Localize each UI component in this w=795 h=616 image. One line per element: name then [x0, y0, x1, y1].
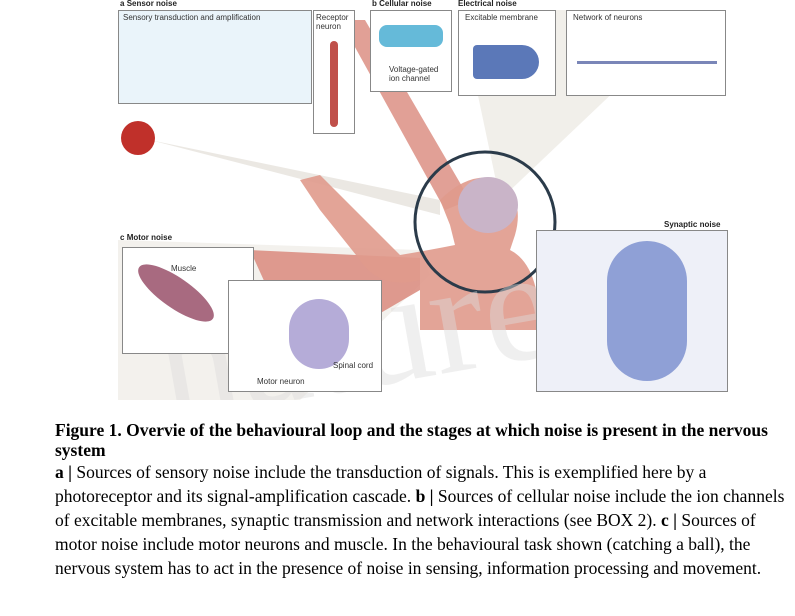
ion-channel-drawing [379, 25, 443, 47]
network-of-neurons-label: Network of neurons [573, 13, 643, 22]
sensory-transduction-label: Sensory transduction and amplification [123, 13, 261, 22]
synaptic-noise-label: Synaptic noise [664, 220, 721, 229]
synapse-drawing [607, 241, 687, 381]
ion-channel-label: Voltage-gated ion channel [389, 65, 439, 83]
spinal-cord-drawing [289, 299, 349, 369]
excitable-membrane-box: Excitable membrane [458, 10, 556, 96]
sensory-transduction-box: Sensory transduction and amplification [118, 10, 312, 104]
muscle-label: Muscle [171, 264, 197, 273]
panel-a-title: a Sensor noise [120, 0, 177, 8]
membrane-cylinder [473, 45, 539, 79]
spinal-cord-box: Spinal cord Motor neuron [228, 280, 382, 392]
caption-label-c: c | [661, 510, 678, 530]
figure-caption: Figure 1. Overvie of the behavioural loo… [55, 420, 790, 580]
panel-b-title: b Cellular noise [372, 0, 432, 8]
caption-label-a: a | [55, 462, 72, 482]
caption-text-a: Sources of sensory noise include the tra… [55, 462, 707, 506]
synaptic-noise-box [536, 230, 728, 392]
electrical-noise-title: Electrical noise [458, 0, 517, 8]
motor-neuron-label: Motor neuron [257, 377, 305, 386]
panel-c-title: c Motor noise [120, 233, 173, 242]
caption-title: Figure 1. Overvie of the behavioural loo… [55, 420, 768, 460]
caption-label-b: b | [415, 486, 434, 506]
ion-channel-box: Voltage-gated ion channel [370, 10, 452, 92]
neuron-axon [577, 61, 717, 64]
excitable-membrane-label: Excitable membrane [465, 13, 538, 22]
network-of-neurons-box: Network of neurons [566, 10, 726, 96]
caption-body: a | Sources of sensory noise include the… [55, 460, 790, 580]
receptor-neuron-drawing [330, 41, 338, 127]
figure-illustration: nature a Sensor noise Sensory transducti… [118, 0, 728, 400]
caption-text-b: Sources of cellular noise include the io… [55, 486, 785, 530]
receptor-neuron-label: Receptor neuron [316, 13, 349, 31]
receptor-neuron-box: Receptor neuron [313, 10, 355, 134]
spinal-cord-label: Spinal cord [333, 361, 374, 370]
caption-text-c: Sources of motor noise include motor neu… [55, 510, 762, 578]
